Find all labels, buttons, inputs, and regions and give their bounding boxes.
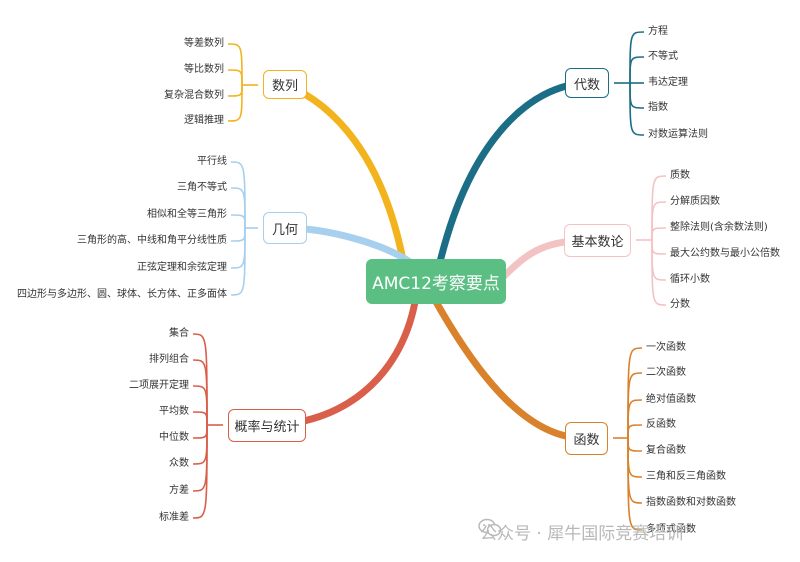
leaf-shulie[interactable]: 复杂混合数列 — [164, 90, 224, 101]
leaf-daishu[interactable]: 方程 — [648, 26, 668, 37]
leaf-shulie[interactable]: 等比数列 — [184, 64, 224, 75]
leaf-hanshu[interactable]: 绝对值函数 — [646, 394, 696, 405]
branch-shulie[interactable]: 数列 — [263, 70, 307, 99]
leaf-connector — [651, 239, 667, 281]
leaf-gailv[interactable]: 众数 — [169, 458, 189, 469]
leaf-gailv[interactable]: 平均数 — [159, 406, 189, 417]
branch-jiben[interactable]: 基本数论 — [564, 224, 631, 257]
leaf-connector — [230, 214, 246, 229]
leaf-connector — [227, 84, 243, 97]
leaf-connector — [192, 385, 208, 426]
branch-hanshu[interactable]: 函数 — [565, 422, 608, 455]
leaf-gailv[interactable]: 标准差 — [159, 512, 189, 523]
leaf-daishu[interactable]: 对数运算法则 — [648, 129, 708, 140]
leaf-connector — [230, 187, 246, 229]
leaf-connector — [230, 161, 246, 229]
leaf-connector — [627, 399, 643, 439]
leaf-hanshu[interactable]: 一次函数 — [646, 342, 686, 353]
connector-hanshu — [431, 296, 590, 442]
leaf-jihe[interactable]: 四边形与多边形、圆、球体、长方体、正多面体 — [17, 289, 227, 300]
wechat-icon — [478, 518, 502, 537]
leaf-connector — [627, 424, 643, 439]
leaf-shulie[interactable]: 逻辑推理 — [184, 115, 224, 126]
leaf-jiben[interactable]: 最大公约数与最小公倍数 — [670, 248, 780, 259]
branch-daishu[interactable]: 代数 — [565, 68, 609, 98]
leaf-jiben[interactable]: 循环小数 — [670, 274, 710, 285]
leaf-connector — [629, 82, 645, 109]
leaf-connector — [627, 437, 643, 531]
leaf-hanshu[interactable]: 多项式函数 — [646, 524, 696, 535]
connector-gailv — [263, 298, 419, 429]
leaf-jihe[interactable]: 三角形的高、中线和角平分线性质 — [77, 235, 227, 246]
leaf-connector — [230, 227, 246, 242]
leaf-connector — [192, 424, 208, 465]
leaf-gailv[interactable]: 排列组合 — [149, 354, 189, 365]
leaf-hanshu[interactable]: 复合函数 — [646, 445, 686, 456]
leaf-jihe[interactable]: 平行线 — [197, 156, 227, 167]
leaf-connector — [629, 56, 645, 84]
leaf-jihe[interactable]: 正弦定理和余弦定理 — [137, 262, 227, 273]
leaf-hanshu[interactable]: 指数函数和对数函数 — [646, 497, 736, 508]
leaf-gailv[interactable]: 方差 — [169, 485, 189, 496]
leaf-daishu[interactable]: 指数 — [648, 102, 668, 113]
central-topic[interactable]: AMC12考察要点 — [366, 259, 506, 304]
leaf-jiben[interactable]: 整除法则(含余数法则) — [670, 222, 768, 233]
leaf-jiben[interactable]: 分解质因数 — [670, 196, 720, 207]
leaf-jiben[interactable]: 分数 — [670, 299, 690, 310]
leaf-connector — [627, 437, 643, 478]
leaf-gailv[interactable]: 二项展开定理 — [129, 380, 189, 391]
leaf-connector — [651, 239, 667, 306]
leaf-connector — [651, 201, 667, 241]
leaf-connector — [230, 227, 246, 269]
leaf-jiben[interactable]: 质数 — [670, 170, 690, 181]
leaf-hanshu[interactable]: 二次函数 — [646, 367, 686, 378]
leaf-daishu[interactable]: 不等式 — [648, 51, 678, 62]
leaf-connector — [230, 227, 246, 296]
leaf-jihe[interactable]: 相似和全等三角形 — [147, 209, 227, 220]
branch-gailv[interactable]: 概率与统计 — [228, 409, 306, 442]
watermark: 公众号 · 犀牛国际竞赛培训 — [480, 524, 684, 544]
leaf-connector — [651, 227, 667, 241]
leaf-connector — [192, 424, 208, 439]
leaf-connector — [227, 43, 243, 86]
leaf-gailv[interactable]: 集合 — [169, 328, 189, 339]
leaf-gailv[interactable]: 中位数 — [159, 432, 189, 443]
leaf-shulie[interactable]: 等差数列 — [184, 38, 224, 49]
leaf-jihe[interactable]: 三角不等式 — [177, 182, 227, 193]
leaf-connector — [227, 69, 243, 86]
leaf-hanshu[interactable]: 反函数 — [646, 419, 676, 430]
leaf-connector — [192, 411, 208, 426]
leaf-hanshu[interactable]: 三角和反三角函数 — [646, 471, 726, 482]
leaf-connector — [192, 424, 208, 519]
leaf-connector — [627, 437, 643, 452]
leaf-connector — [629, 82, 645, 136]
branch-jihe[interactable]: 几何 — [263, 212, 307, 244]
leaf-daishu[interactable]: 韦达定理 — [648, 77, 688, 88]
leaf-connector — [227, 84, 243, 122]
leaf-connector — [651, 239, 667, 255]
